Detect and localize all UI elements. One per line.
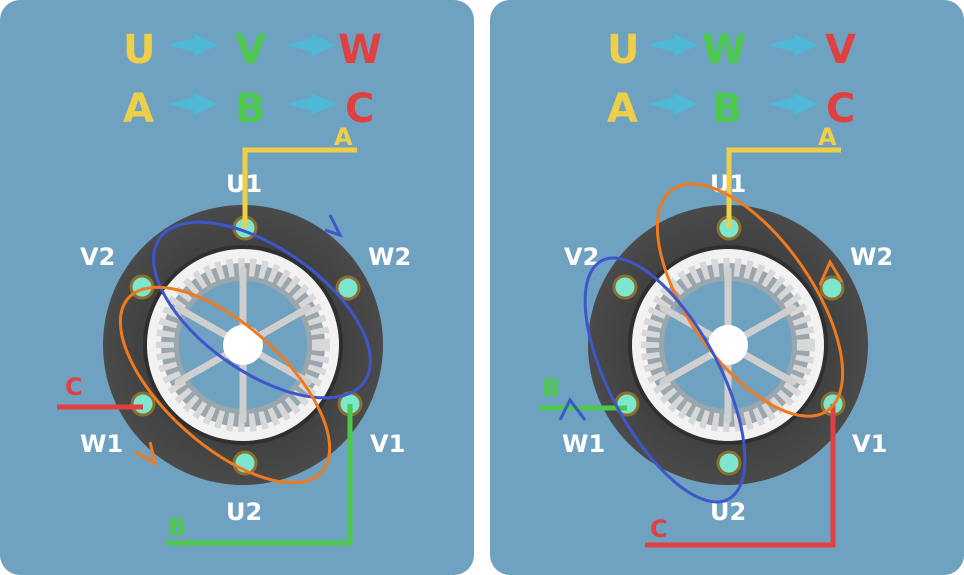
arrow-icon — [650, 34, 698, 56]
line-first: A — [607, 86, 638, 132]
terminal-u2 — [716, 450, 742, 476]
wire-c — [645, 404, 836, 548]
line-third: C — [345, 86, 374, 132]
phase-first: U — [607, 27, 639, 73]
wire-label-a: A — [334, 123, 353, 151]
wire-label-b: B — [542, 374, 560, 402]
wire-a — [242, 147, 357, 228]
arrow-icon — [288, 34, 336, 56]
label-v1: V1 — [852, 430, 887, 458]
motor-diagram: U V W A B C — [57, 27, 411, 546]
orange-arrow-icon — [134, 441, 158, 466]
line-sequence-row: A B C — [123, 86, 374, 132]
phase-second: V — [235, 27, 266, 73]
label-w1: W1 — [562, 430, 605, 458]
arrow-icon — [770, 34, 818, 56]
blue-arrow-icon — [324, 214, 343, 238]
wire-label-c: C — [650, 515, 668, 543]
wire-a — [726, 147, 841, 228]
blue-arrow-icon — [558, 397, 587, 421]
panel-uwv-sequence: U W V A B C U1 W — [490, 0, 964, 575]
orange-loop — [655, 182, 845, 418]
line-third: C — [826, 86, 855, 132]
phase-third: V — [825, 27, 856, 73]
arrow-icon — [770, 93, 818, 115]
phase-sequence-row: U V W — [123, 27, 382, 73]
arrow-icon — [170, 93, 218, 115]
line-sequence-row: A B C — [607, 86, 855, 132]
label-w2: W2 — [368, 243, 411, 271]
rotor-hub — [708, 325, 748, 365]
label-w1: W1 — [80, 430, 123, 458]
phase-third: W — [338, 27, 382, 73]
terminal-w2 — [335, 275, 361, 301]
label-v1: V1 — [370, 430, 405, 458]
motor-stator — [103, 205, 383, 485]
blue-loop — [152, 220, 372, 400]
line-second: B — [235, 86, 266, 132]
phase-second: W — [702, 27, 746, 73]
arrow-icon — [170, 34, 218, 56]
line-first: A — [123, 86, 154, 132]
panel-uvw-sequence: U V W A B C — [0, 0, 474, 575]
label-w2: W2 — [850, 243, 893, 271]
flux-loops — [118, 214, 372, 485]
terminal-w1 — [130, 391, 156, 417]
line-second: B — [712, 86, 743, 132]
arrow-icon — [650, 93, 698, 115]
terminal-w2 — [819, 275, 845, 301]
motor-stator — [588, 205, 868, 485]
blue-loop — [583, 256, 747, 504]
orange-arrow-icon — [818, 258, 844, 286]
phase-sequence-row: U W V — [607, 27, 856, 73]
rotor-hub — [223, 325, 263, 365]
flux-loops — [558, 182, 845, 504]
phase-first: U — [123, 27, 155, 73]
motor-diagram: U W V A B C U1 W — [540, 27, 893, 548]
arrow-icon — [288, 93, 336, 115]
orange-loop — [118, 285, 332, 485]
wire-label-c: C — [65, 373, 83, 401]
label-u2: U2 — [226, 498, 262, 526]
wire-label-b: B — [168, 513, 186, 541]
wire-b — [165, 404, 353, 546]
wire-label-a: A — [818, 123, 837, 151]
label-v2: V2 — [80, 243, 115, 271]
terminal-v2 — [612, 274, 638, 300]
